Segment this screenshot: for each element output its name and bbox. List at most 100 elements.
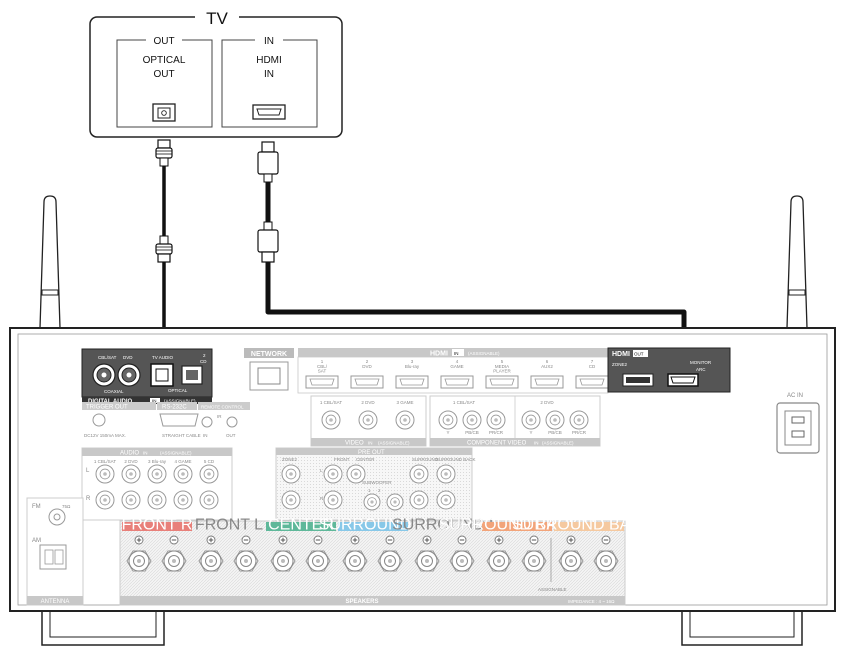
speaker-terminal-5-minus[interactable] <box>449 535 475 572</box>
speaker-terminal-7-plus[interactable] <box>558 535 584 572</box>
speakers-impedance: IMPEDANCE : 4 ~ 16Ω <box>568 599 615 604</box>
audio-input-l-1[interactable] <box>95 464 115 484</box>
speaker-terminal-1-minus[interactable] <box>161 535 187 572</box>
digital-cd-label: CD <box>200 359 207 364</box>
audio-in-tag: IN <box>143 451 148 456</box>
pre-out-jack-3[interactable] <box>323 464 343 484</box>
tv-hdmi-port[interactable] <box>252 104 286 120</box>
pre-out-sub2-label: 2 <box>378 488 381 493</box>
speaker-terminal-2-minus[interactable] <box>233 535 259 572</box>
speaker-terminal-4-minus[interactable] <box>377 535 403 572</box>
hdmi-out-panel: HDMI OUT ZONE2 MONITOR ARC <box>607 347 731 393</box>
am-label: AM <box>32 538 41 544</box>
pre-out-jack-8[interactable] <box>436 464 456 484</box>
hdmi-out-monitor-port[interactable] <box>667 373 699 387</box>
audio-input-r-5[interactable] <box>199 490 219 510</box>
component-input-label-1: 1 CBL/SAT <box>453 400 475 405</box>
digital-in-tag: IN <box>152 399 157 404</box>
audio-input-r-3[interactable] <box>147 490 167 510</box>
trigger-jack[interactable] <box>92 413 106 427</box>
component-jack-2-1[interactable] <box>521 410 541 430</box>
pre-out-jack-6[interactable] <box>409 464 429 484</box>
video-input-jack-3[interactable] <box>395 410 415 430</box>
tv-in-group: IN HDMI IN <box>221 34 318 128</box>
speaker-label-4: SURROUND R <box>319 517 427 534</box>
remote-control-label: REMOTE CONTROL <box>201 405 244 410</box>
pre-out-jack-9[interactable] <box>436 490 456 510</box>
speaker-terminal-6-minus[interactable] <box>521 535 547 572</box>
speaker-terminal-4-plus[interactable] <box>342 535 368 572</box>
component-jack-2-3[interactable] <box>569 410 589 430</box>
audio-input-r-2[interactable] <box>121 490 141 510</box>
hdmi-in-port-7[interactable] <box>575 375 609 389</box>
pre-out-subwoofer-1[interactable] <box>363 493 381 511</box>
component-jack-1-2[interactable] <box>462 410 482 430</box>
pre-out-center-label: CENTER <box>356 457 375 462</box>
hdmi-out-zone2-port[interactable] <box>622 373 654 387</box>
audio-input-l-4[interactable] <box>173 464 193 484</box>
network-port[interactable] <box>249 361 289 391</box>
component-jack-2-2[interactable] <box>545 410 565 430</box>
audio-r-label: R <box>86 496 91 502</box>
optical-jack-tv-audio[interactable] <box>150 363 174 387</box>
coaxial-jack-dvd[interactable] <box>117 363 141 387</box>
pre-out-jack-2[interactable] <box>281 490 301 510</box>
pre-out-jack-5[interactable] <box>346 464 366 484</box>
pre-out-jack-1[interactable] <box>281 464 301 484</box>
pre-out-zone2-label: ZONE2 <box>282 457 298 462</box>
hdmi-out-monitor-label: MONITOR <box>690 360 712 365</box>
speaker-group-7: SURROUND BACK L <box>512 517 666 572</box>
remote-in-jack[interactable] <box>201 416 213 428</box>
audio-input-r-1[interactable] <box>95 490 115 510</box>
speaker-terminal-3-minus[interactable] <box>305 535 331 572</box>
hdmi-in-port-4[interactable] <box>440 375 474 389</box>
pre-out-section: PRE OUT ZONE2 FRONT CENTER SURROUND SURR… <box>275 447 476 521</box>
hdmi-in-port-1[interactable] <box>305 375 339 389</box>
fm-antenna-jack[interactable] <box>48 508 66 526</box>
speaker-terminal-2-plus[interactable] <box>198 535 224 572</box>
component-jack-1-1[interactable] <box>438 410 458 430</box>
video-input-jack-2[interactable] <box>358 410 378 430</box>
am-antenna-terminal[interactable] <box>39 544 67 570</box>
tv-in-label-bg <box>255 34 283 46</box>
tv-optical-port[interactable] <box>152 103 176 122</box>
tv-out-label-bg <box>146 34 182 46</box>
ac-in-socket[interactable] <box>776 402 820 454</box>
optical-jack-cd[interactable] <box>181 365 203 385</box>
hdmi-in-number-2: 2 <box>366 359 369 364</box>
audio-input-l-5[interactable] <box>199 464 219 484</box>
remote-out-jack[interactable] <box>226 416 238 428</box>
speakers-assignable: ASSIGNABLE <box>538 587 567 592</box>
hdmi-in-port-2[interactable] <box>350 375 384 389</box>
audio-input-label-2: 2 DVD <box>124 459 138 464</box>
component-jack-label-2-3: PR/CR <box>572 430 587 435</box>
hdmi-in-port-6[interactable] <box>530 375 564 389</box>
component-jack-1-3[interactable] <box>486 410 506 430</box>
pre-out-subwoofer-2[interactable] <box>386 493 404 511</box>
rs232c-port[interactable] <box>159 413 199 427</box>
speaker-terminal-3-plus[interactable] <box>270 535 296 572</box>
component-in-tag: IN <box>534 441 539 446</box>
optical-plug-top <box>155 139 173 167</box>
audio-input-r-4[interactable] <box>173 490 193 510</box>
speaker-terminal-7-minus[interactable] <box>593 535 619 572</box>
audio-input-l-2[interactable] <box>121 464 141 484</box>
pre-out-jack-4[interactable] <box>323 490 343 510</box>
pre-out-sub1-label: 1 <box>368 488 371 493</box>
foot-left <box>41 611 165 646</box>
coaxial-jack-cblsat[interactable] <box>92 363 116 387</box>
speaker-terminal-5-plus[interactable] <box>414 535 440 572</box>
audio-input-l-3[interactable] <box>147 464 167 484</box>
pre-out-jack-7[interactable] <box>409 490 429 510</box>
fm-label: FM <box>32 504 41 510</box>
hdmi-in-number-4: 4 <box>456 359 459 364</box>
speaker-terminal-1-plus[interactable] <box>126 535 152 572</box>
speaker-terminal-6-plus[interactable] <box>486 535 512 572</box>
video-input-jack-1[interactable] <box>321 410 341 430</box>
hdmi-in-port-3[interactable] <box>395 375 429 389</box>
speaker-group-4: SURROUND R <box>319 517 427 572</box>
hdmi-in-port-5[interactable] <box>485 375 519 389</box>
